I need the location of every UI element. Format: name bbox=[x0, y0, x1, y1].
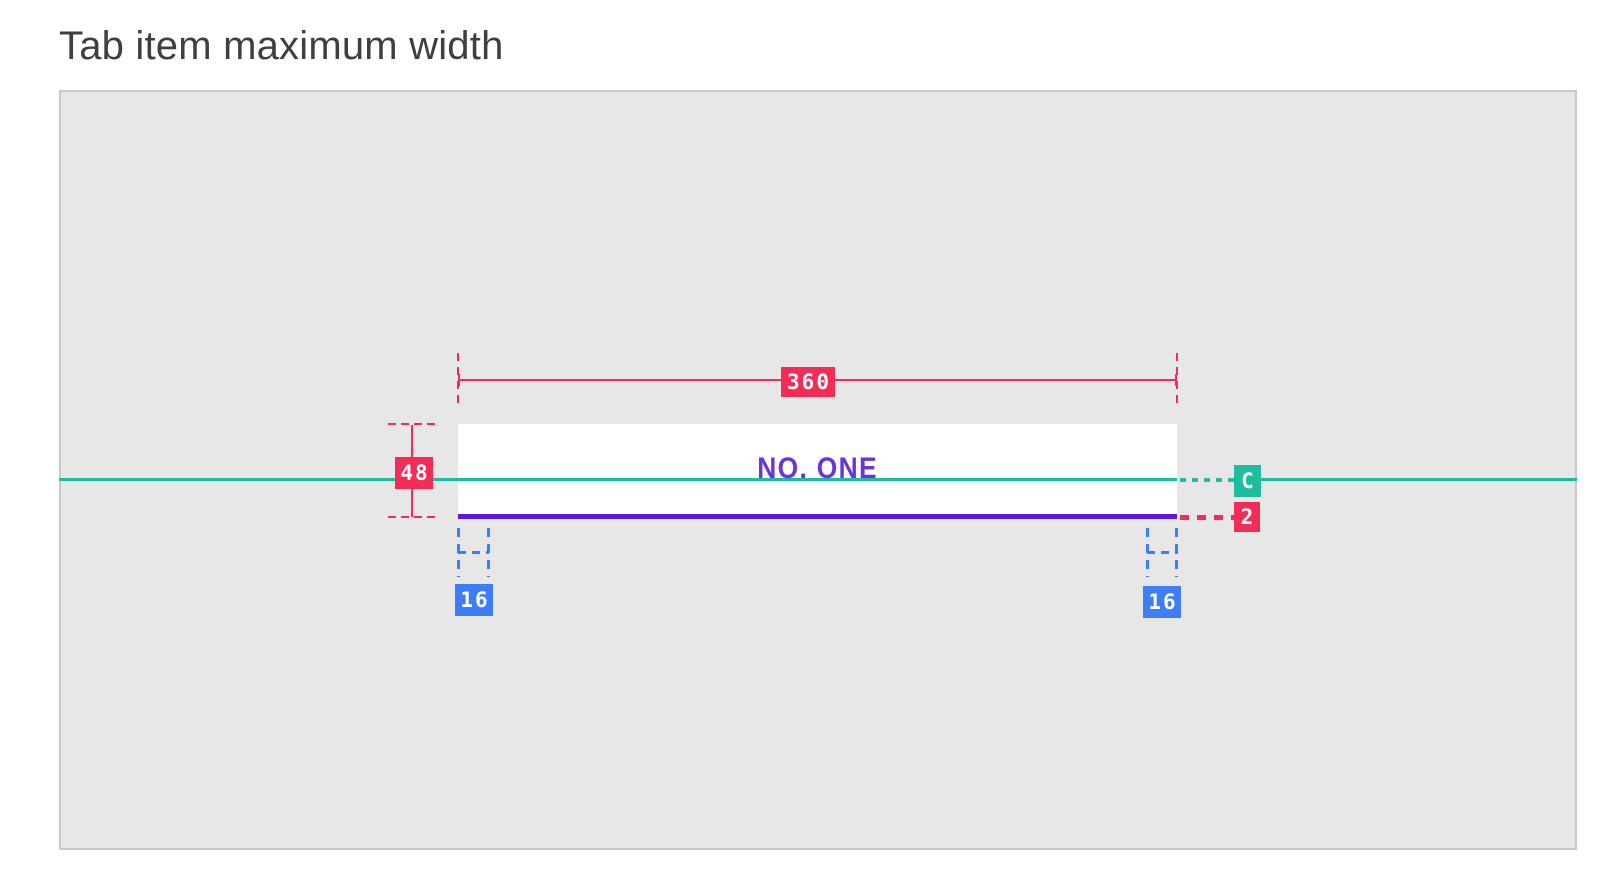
centerline-badge: C bbox=[1234, 465, 1261, 497]
width-badge: 360 bbox=[781, 367, 835, 397]
centerline-right-segment bbox=[1257, 478, 1577, 481]
page-title: Tab item maximum width bbox=[59, 24, 504, 68]
padding-right-connector bbox=[1147, 551, 1178, 554]
height-cap-bottom bbox=[388, 516, 440, 518]
tab-label: NO. ONE bbox=[757, 452, 878, 485]
spec-canvas: NO. ONE 360 48 16 16 C 2 bbox=[59, 90, 1577, 850]
width-dimension-tick-right bbox=[1175, 374, 1177, 386]
tab-label-wrap: NO. ONE bbox=[458, 424, 1177, 514]
centerline-leader-dash bbox=[1180, 478, 1234, 482]
tab-indicator bbox=[458, 514, 1177, 519]
height-cap-top bbox=[388, 423, 440, 425]
width-extension-line-right bbox=[1176, 353, 1178, 403]
centerline-tab-segment bbox=[458, 478, 1177, 481]
padding-left-connector bbox=[458, 551, 489, 554]
indicator-leader-dash bbox=[1180, 515, 1234, 520]
tab-item bbox=[458, 424, 1177, 519]
padding-right-badge: 16 bbox=[1143, 586, 1181, 618]
width-dimension-tick-left bbox=[458, 374, 460, 386]
height-badge: 48 bbox=[395, 457, 433, 489]
indicator-badge: 2 bbox=[1234, 502, 1260, 532]
padding-left-badge: 16 bbox=[455, 584, 493, 616]
